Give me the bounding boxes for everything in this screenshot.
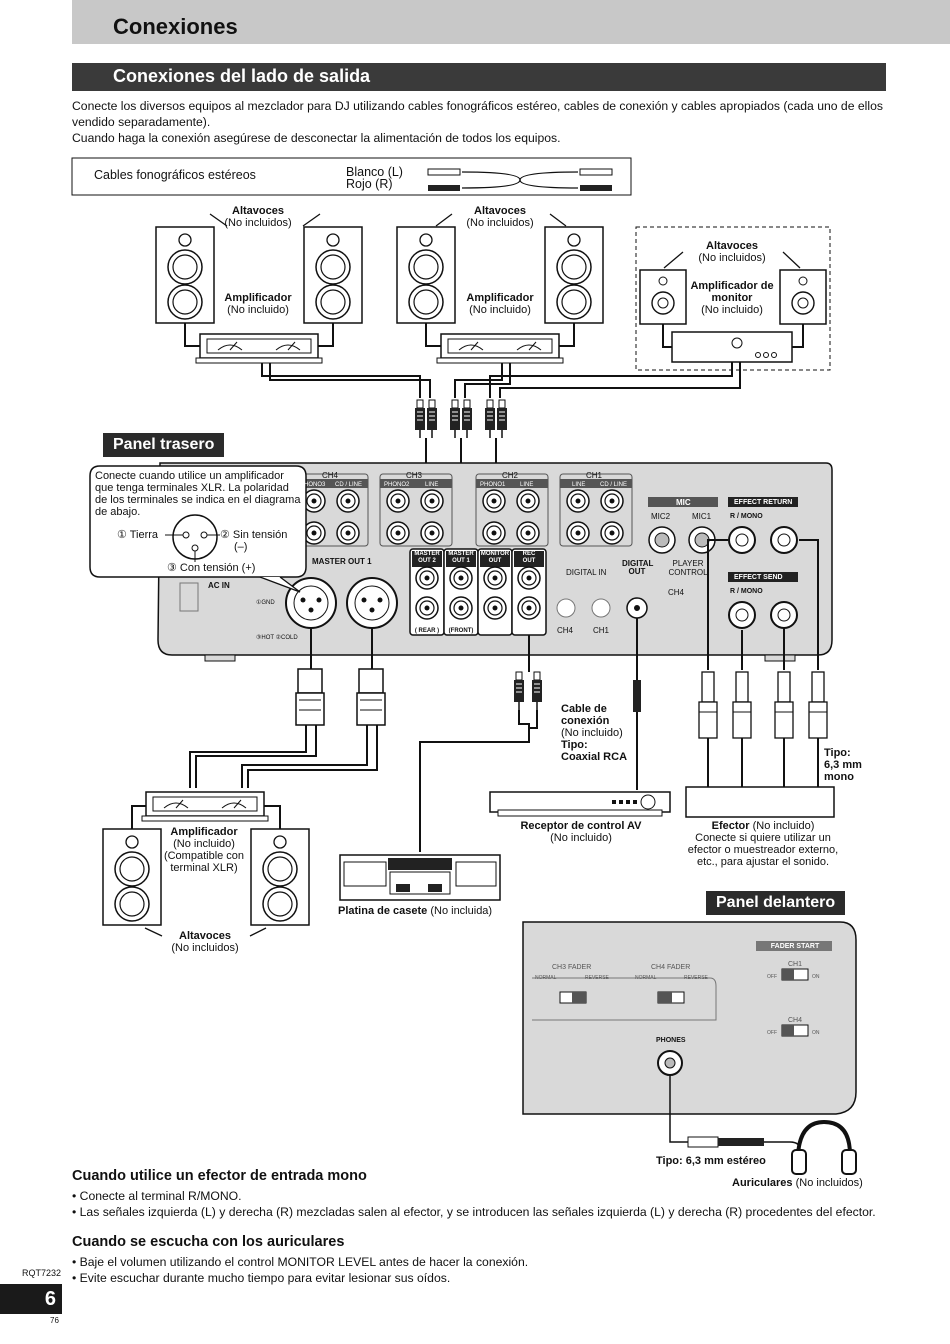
rear-label: ( REAR ) [414, 628, 440, 634]
ch4-player-label: CH4 [668, 588, 685, 597]
digital-ch4-label: CH4 [557, 626, 574, 635]
list-item: • Evite escuchar durante mucho tiempo pa… [72, 1271, 451, 1285]
phones-notes-list: • Baje el volumen utilizando el control … [72, 1254, 888, 1286]
gnd-label: ①GND [256, 600, 275, 606]
input-cdline: CD / LINE [600, 482, 628, 488]
speakers-label-1: Altavoces(No incluidos) [224, 205, 292, 229]
section-bar [72, 63, 886, 91]
ac-in-label: AC IN [208, 581, 230, 590]
hot-cold-label: ③HOT ②COLD [256, 635, 298, 641]
amplifier-label-1: Amplificador(No incluido) [224, 292, 292, 316]
page-number: 6 [0, 1284, 62, 1314]
ch4-fader-label: CH4 FADER [651, 964, 691, 971]
list-item: • Baje el volumen utilizando el control … [72, 1255, 529, 1269]
input-phono3: PHONO3 [300, 482, 326, 488]
reverse-label: REVERSE [684, 975, 708, 981]
page-small-number: 76 [50, 1316, 59, 1325]
phones-notes-title: Cuando se escucha con los auriculares [72, 1234, 345, 1250]
on-label: ON [812, 1030, 820, 1036]
legend-label: Cables fonográficos estéreos [94, 168, 256, 182]
r-mono-label: R / MONO [730, 513, 763, 520]
mono-notes-list: • Conecte al terminal R/MONO. • Las seña… [72, 1188, 888, 1220]
speakers-label-3: Altavoces(No incluidos) [698, 240, 766, 264]
input-line: LINE [425, 482, 439, 488]
effector-label: Efector (No incluido)Conecte si quiere u… [687, 820, 839, 868]
xlr-amplifier-label: Amplificador(No incluido)(Compatible con… [163, 826, 245, 874]
input-cdline: CD / LINE [335, 482, 363, 488]
off-label: OFF [767, 1030, 777, 1036]
document-code: RQT7232 [22, 1268, 62, 1278]
ch3-label: CH3 [406, 471, 423, 480]
digital-ch1-label: CH1 [593, 626, 610, 635]
pin-hot: ③ Con tensión (+) [167, 562, 256, 574]
normal-label: NORMAL [635, 975, 657, 981]
rear-panel-tag: Panel trasero [103, 433, 225, 457]
input-phono1: PHONO1 [480, 482, 506, 488]
off-label: OFF [767, 974, 777, 980]
ch2-label: CH2 [502, 471, 519, 480]
mono-notes-title: Cuando utilice un efector de entrada mon… [72, 1168, 367, 1184]
list-item: • Las señales izquierda (L) y derecha (R… [72, 1205, 876, 1219]
page-title: Conexiones [113, 14, 238, 39]
section-title: Conexiones del lado de salida [113, 66, 371, 86]
amplifier-label-2: Amplificador(No incluido) [466, 292, 534, 316]
pin-cold-sign: (–) [234, 541, 248, 553]
effect-return-label: EFFECT RETURN [734, 499, 793, 506]
front-panel-tag: Panel delantero [706, 891, 846, 915]
headphones-label: Auriculares (No incluidos) [732, 1177, 863, 1189]
input-phono2: PHONO2 [384, 482, 410, 488]
phones-type-label: Tipo: 6,3 mm estéreo [656, 1155, 766, 1167]
input-line: LINE [572, 482, 586, 488]
mic1-label: MIC1 [692, 512, 712, 521]
mic2-label: MIC2 [651, 512, 671, 521]
ch3-fader-label: CH3 FADER [552, 964, 592, 971]
intro-paragraph: Cuando haga la conexión asegúrese de des… [72, 131, 561, 145]
legend-white: Blanco (L) [346, 165, 403, 179]
header-band [72, 0, 950, 44]
av-receiver-label: Receptor de control AV(No incluido) [520, 820, 642, 844]
notes: Cuando utilice un efector de entrada mon… [72, 1168, 888, 1300]
list-item: • Conecte al terminal R/MONO. [72, 1189, 242, 1203]
fs-ch4-label: CH4 [788, 1017, 803, 1024]
mic-label: MIC [676, 498, 691, 507]
intro-paragraph: Conecte los diversos equipos al mezclado… [72, 99, 883, 129]
cassette-label: Platina de casete (No incluida) [338, 905, 493, 917]
input-line: LINE [520, 482, 534, 488]
fader-start-label: FADER START [770, 943, 820, 950]
on-label: ON [812, 974, 820, 980]
digital-in-label: DIGITAL IN [566, 568, 607, 577]
legend-red: Rojo (R) [346, 177, 393, 191]
master-out1-label: MASTER OUT 1 [312, 557, 372, 566]
front-label: (FRONT) [448, 628, 474, 634]
speakers-label-2: Altavoces(No incluidos) [466, 205, 534, 229]
fs-ch1-label: CH1 [788, 961, 803, 968]
pin-ground: ① Tierra [117, 529, 159, 541]
pin-cold: ② Sin tensión [220, 529, 288, 541]
speakers-label-4: Altavoces(No incluidos) [171, 930, 239, 954]
ch4-label: CH4 [322, 471, 339, 480]
xlr-note: Conecte cuando utilice un amplificador q… [95, 470, 301, 518]
ch1-label: CH1 [586, 471, 603, 480]
effect-send-label: EFFECT SEND [734, 574, 783, 581]
intro-text: Conecte los diversos equipos al mezclado… [72, 98, 888, 146]
normal-label: NORMAL [535, 975, 557, 981]
reverse-label: REVERSE [585, 975, 609, 981]
phones-label: PHONES [656, 1037, 686, 1044]
r-mono-label: R / MONO [730, 588, 763, 595]
